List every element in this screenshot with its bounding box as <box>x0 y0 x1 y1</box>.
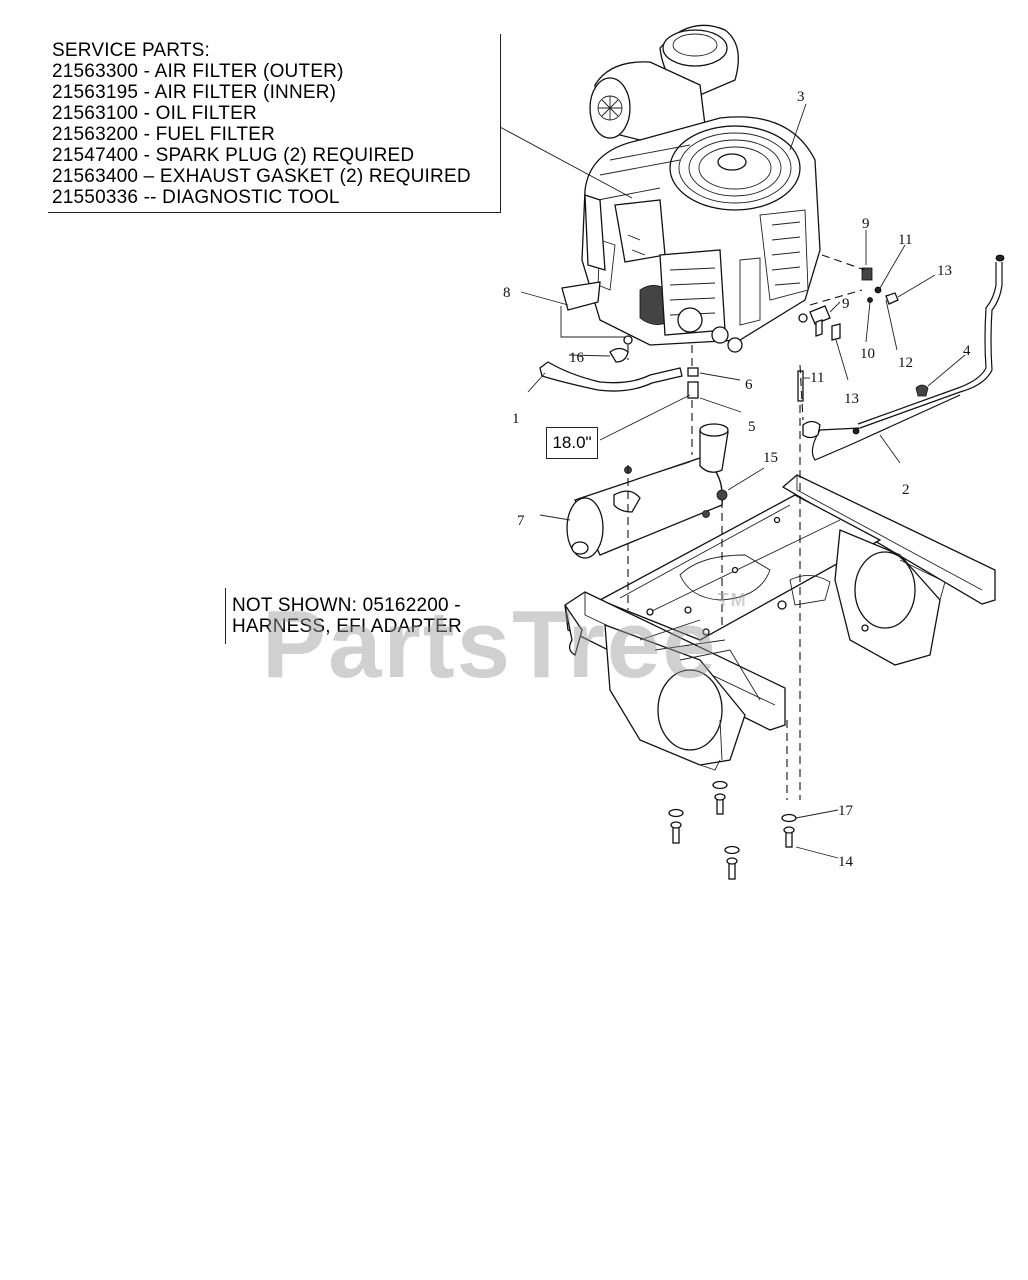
part-16-clamp <box>609 347 629 363</box>
muffler-part-7 <box>566 423 729 559</box>
service-part-line: 21563100 - OIL FILTER <box>52 103 257 124</box>
callout-16: 16 <box>569 350 585 366</box>
service-parts-list: SERVICE PARTS: 21563300 - AIR FILTER (OU… <box>52 40 471 208</box>
part-1-pipe <box>539 361 683 392</box>
frame-illustration <box>564 474 996 771</box>
callout-7: 7 <box>517 513 525 529</box>
service-part-line: 21563300 - AIR FILTER (OUTER) <box>52 61 344 82</box>
callout-1: 1 <box>512 411 520 427</box>
callout-5: 5 <box>748 419 756 435</box>
callout-9-lower: 9 <box>842 296 850 312</box>
part-4-clip <box>915 384 929 397</box>
callout-11-top: 11 <box>898 232 912 248</box>
service-part-line: 21563195 - AIR FILTER (INNER) <box>52 82 337 103</box>
part-8-shield <box>561 281 601 311</box>
service-part-line: 21547400 - SPARK PLUG (2) REQUIRED <box>52 145 415 166</box>
callout-3: 3 <box>797 89 805 105</box>
dimension-label: 18.0" <box>546 427 598 459</box>
service-part-line: 21563400 – EXHAUST GASKET (2) REQUIRED <box>52 166 471 187</box>
callout-13-top: 13 <box>937 263 952 279</box>
not-shown-line-2: HARNESS, EFI ADAPTER <box>232 616 462 637</box>
callout-2: 2 <box>902 482 910 498</box>
callout-10: 10 <box>860 346 875 362</box>
mounting-hardware <box>668 780 797 880</box>
callout-6: 6 <box>745 377 753 393</box>
callout-13-lower: 13 <box>844 391 859 407</box>
service-parts-frame <box>48 34 501 213</box>
callout-8: 8 <box>503 285 511 301</box>
callout-17: 17 <box>838 803 854 819</box>
callout-14: 14 <box>838 854 854 870</box>
callout-11-lower: 11 <box>810 370 824 386</box>
engine-illustration <box>581 24 821 353</box>
not-shown-note: NOT SHOWN: 05162200 - HARNESS, EFI ADAPT… <box>232 595 462 637</box>
service-part-line: 21563200 - FUEL FILTER <box>52 124 276 145</box>
part-2-tube <box>811 262 1003 461</box>
callout-12: 12 <box>898 355 913 371</box>
service-part-line: 21550336 -- DIAGNOSTIC TOOL <box>52 187 340 208</box>
not-shown-frame <box>225 588 228 644</box>
callout-9-top: 9 <box>862 216 870 232</box>
callout-4: 4 <box>963 343 971 359</box>
not-shown-line-1: NOT SHOWN: 05162200 - <box>232 595 461 616</box>
service-parts-heading: SERVICE PARTS: <box>52 40 211 61</box>
callout-15: 15 <box>763 450 778 466</box>
